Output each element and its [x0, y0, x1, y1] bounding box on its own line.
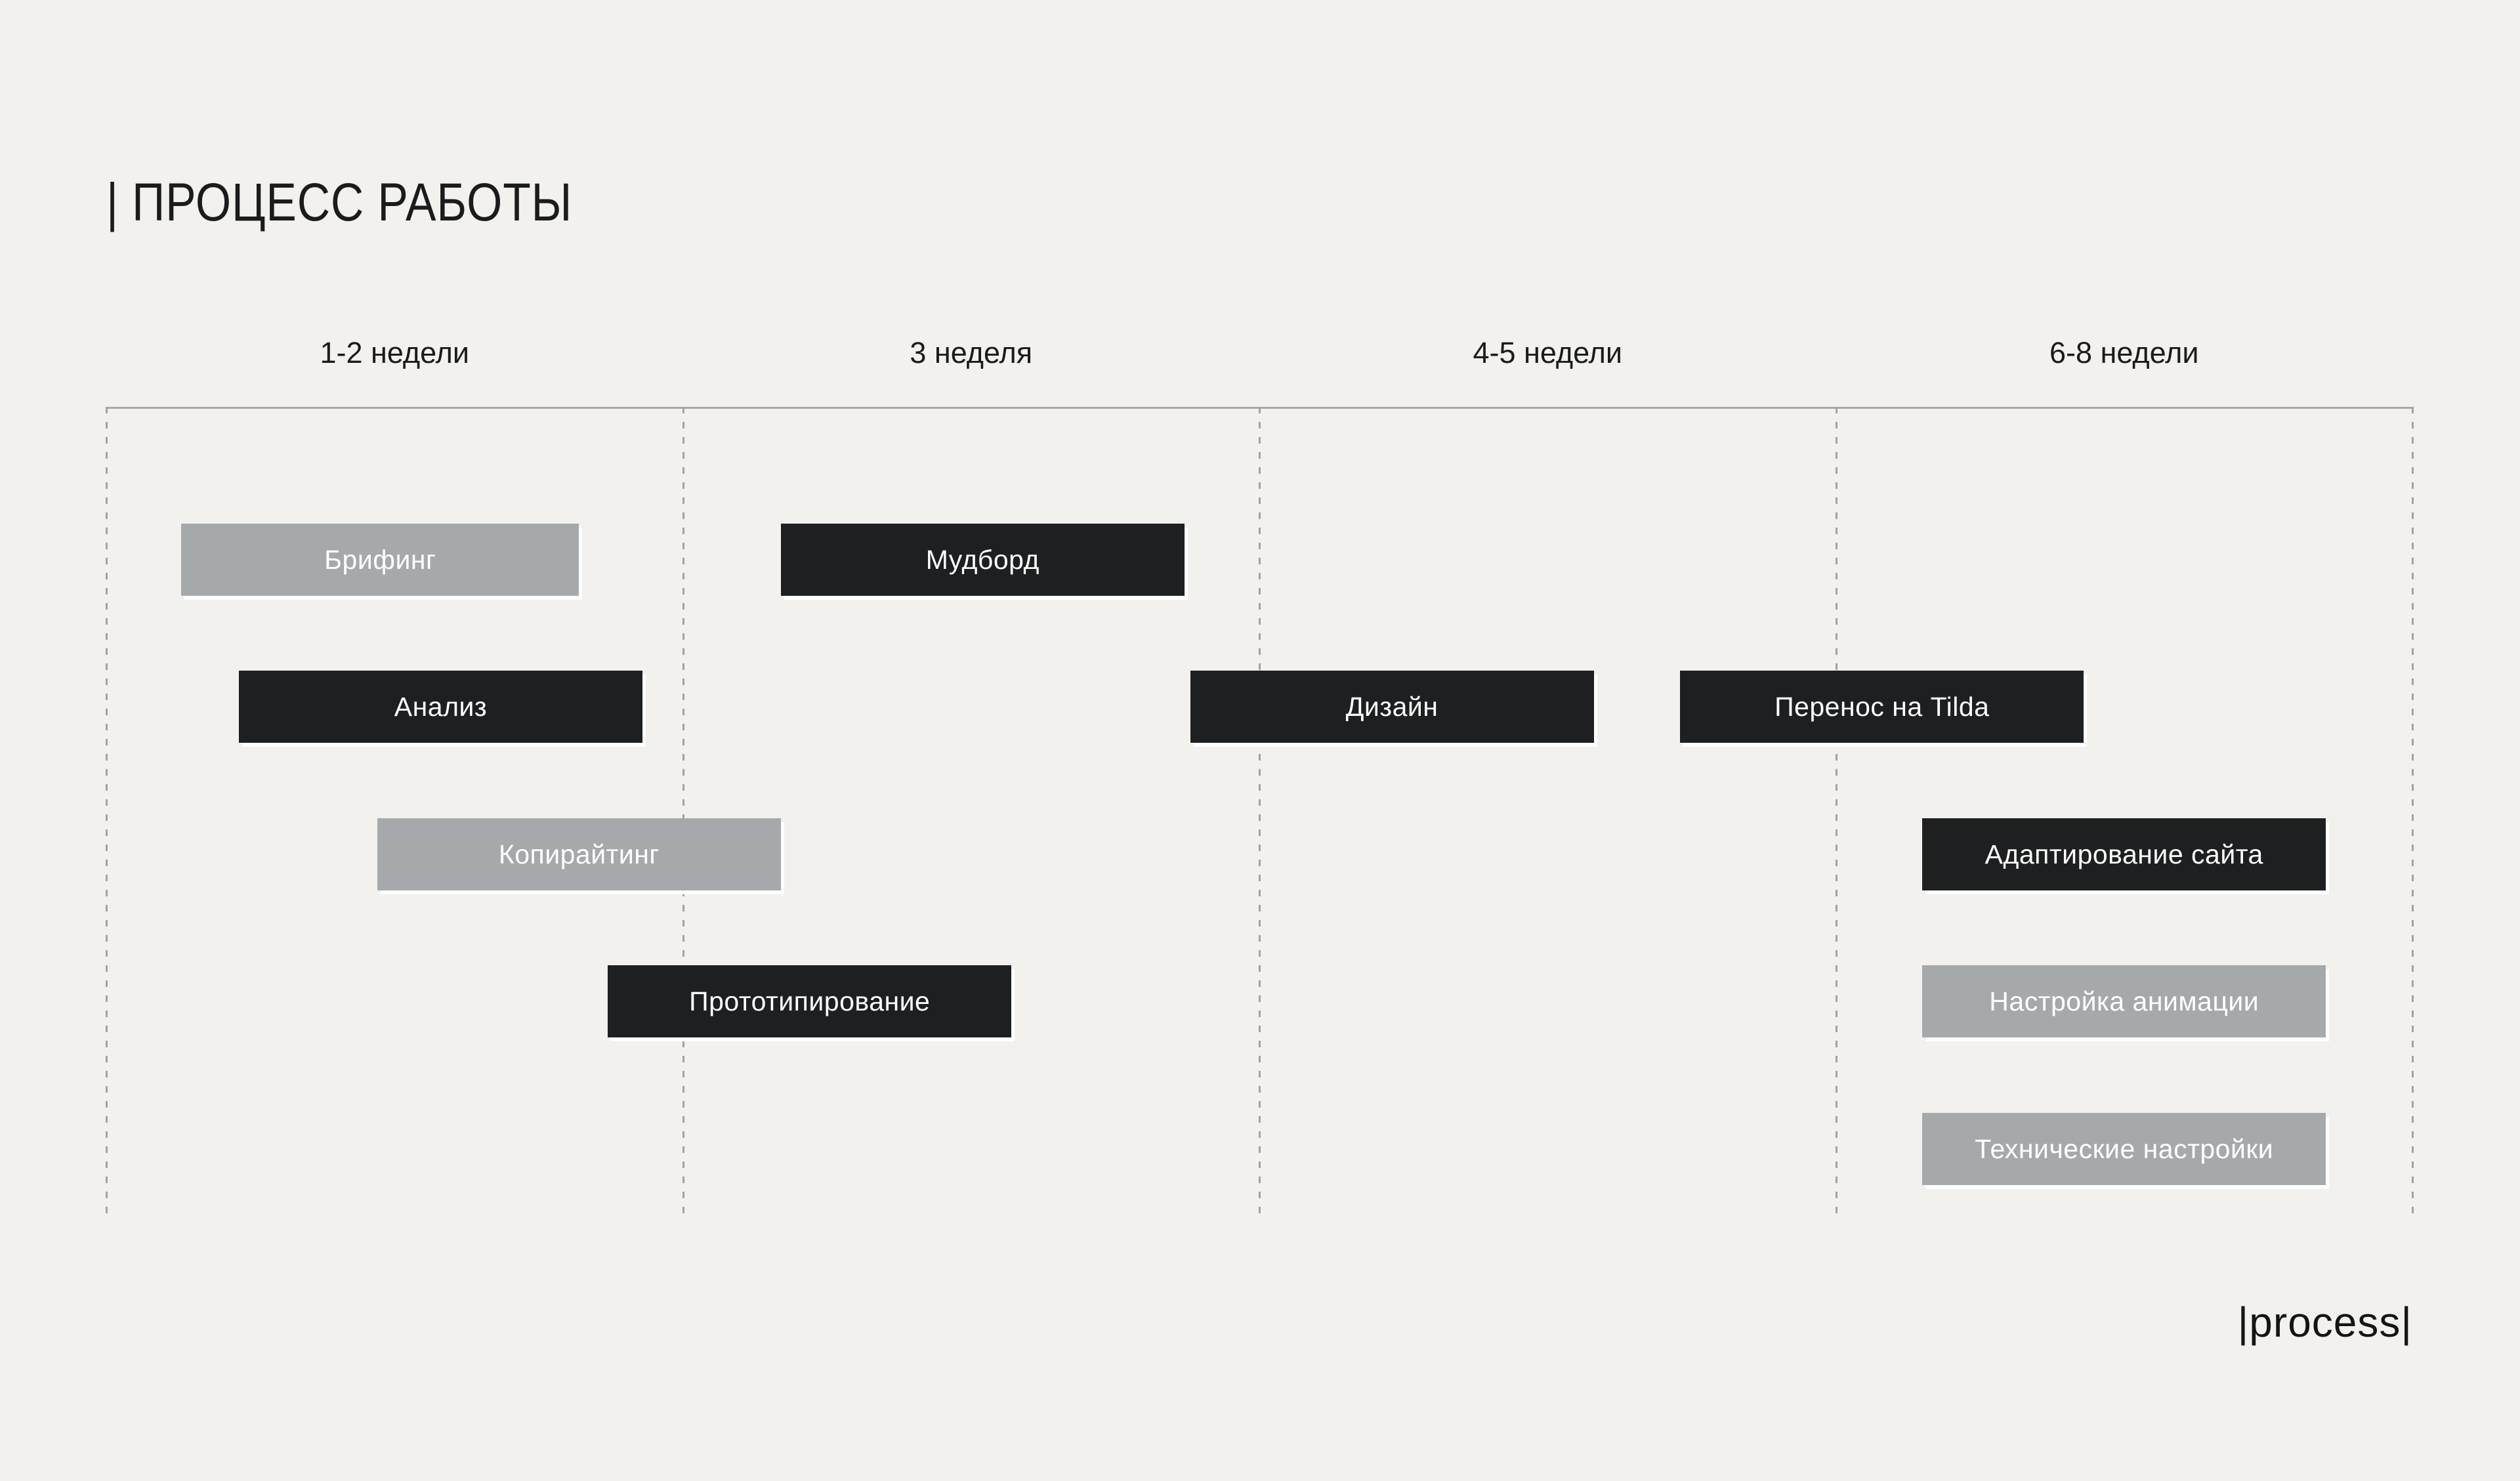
column-label: 4-5 недели	[1473, 336, 1623, 369]
task-bar-label: Адаптирование сайта	[1984, 839, 2263, 869]
task-bar-label: Копирайтинг	[498, 839, 660, 869]
task-bar-label: Мудборд	[925, 544, 1040, 575]
task-bar-label: Анализ	[394, 691, 488, 722]
task-bar-label: Настройка анимации	[1989, 986, 2259, 1016]
task-bar: Мудборд	[780, 524, 1185, 596]
task-bar-label: Дизайн	[1345, 691, 1438, 722]
column-label: 1-2 недели	[320, 336, 470, 369]
task-bar-label: Технические настройки	[1975, 1133, 2274, 1164]
column-gridline-dashed	[2412, 407, 2414, 1222]
column-label: 6-8 недели	[2049, 336, 2199, 369]
task-bar: Адаптирование сайта	[1922, 818, 2326, 890]
task-bar-label: Прототипирование	[689, 986, 931, 1016]
task-bar: Дизайн	[1190, 671, 1594, 743]
column-label: 3 неделя	[910, 336, 1033, 369]
task-bar: Технические настройки	[1922, 1113, 2326, 1185]
task-bar: Копирайтинг	[377, 818, 781, 890]
task-bar: Брифинг	[181, 524, 579, 596]
column-gridline-dashed	[682, 407, 684, 1222]
column-gridline-dashed	[1835, 407, 1838, 1222]
page-title: | ПРОЦЕСС РАБОТЫ	[106, 173, 573, 232]
watermark-process: |process|	[2237, 1299, 2412, 1346]
column-gridline-dashed	[106, 407, 108, 1222]
task-bar: Анализ	[239, 671, 642, 743]
task-bar-label: Брифинг	[324, 544, 436, 575]
column-gridline-dashed	[1259, 407, 1261, 1222]
task-bar-label: Перенос на Tilda	[1774, 691, 1990, 722]
task-bar: Перенос на Tilda	[1680, 671, 2084, 743]
task-bar: Настройка анимации	[1922, 965, 2326, 1037]
task-bar: Прототипирование	[608, 965, 1012, 1037]
